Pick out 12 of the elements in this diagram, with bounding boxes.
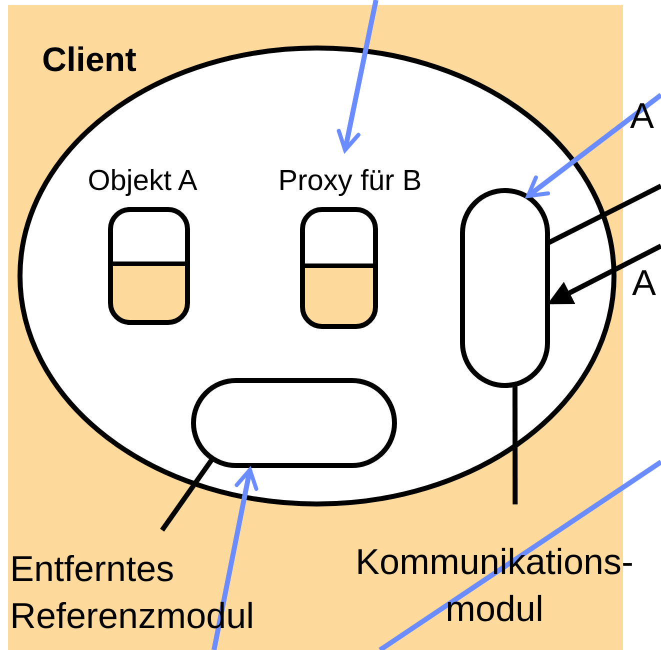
leader-line <box>512 386 518 504</box>
line <box>544 184 661 246</box>
object-label: Objekt A <box>86 165 198 198</box>
panel-title: Client <box>42 41 136 80</box>
arrow <box>526 93 661 198</box>
leader-line <box>160 458 214 532</box>
arrow <box>547 244 661 304</box>
label-text: A <box>632 262 656 304</box>
arrow <box>336 0 378 152</box>
arrow <box>212 468 258 650</box>
module-capsule <box>460 188 550 388</box>
object-label: Proxy für B <box>277 165 423 198</box>
